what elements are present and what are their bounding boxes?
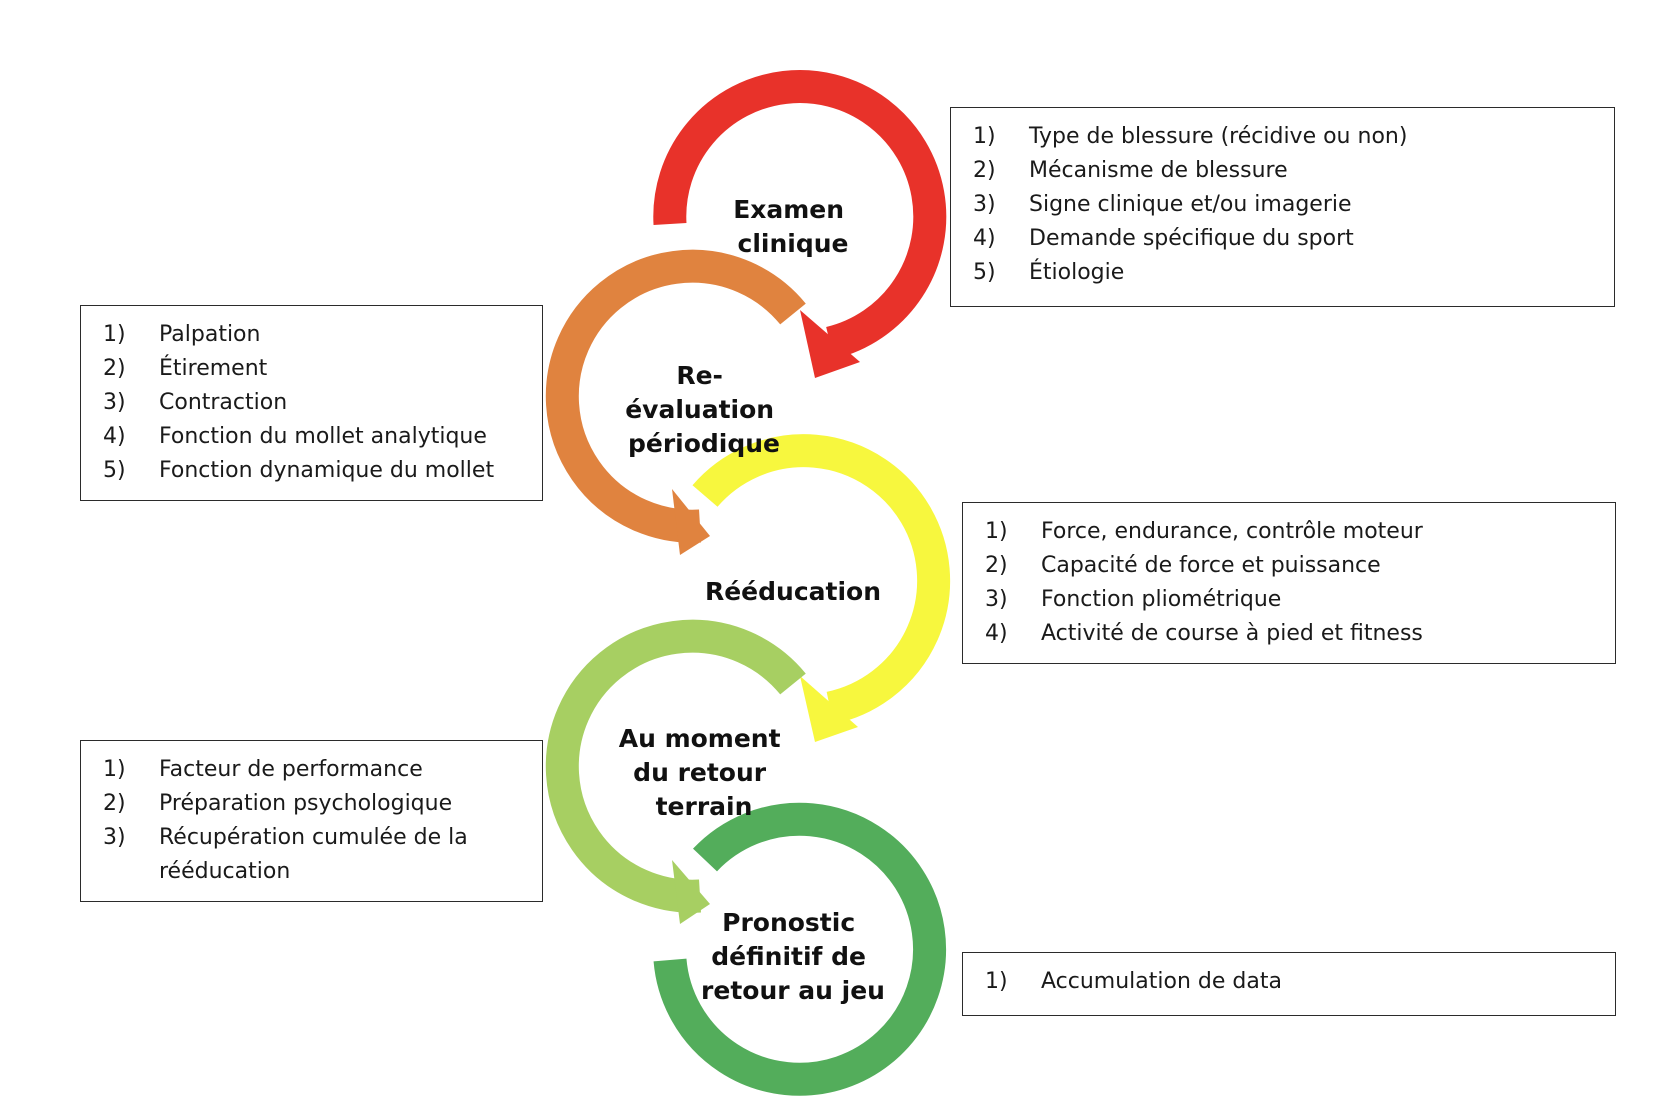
list-item: 3)Signe clinique et/ou imagerie — [973, 192, 1352, 217]
stage-retour-label: Au moment du retour terrain — [619, 724, 790, 821]
list-item: 3)Fonction pliométrique — [985, 587, 1282, 612]
stage-examen-arrow — [653, 70, 947, 378]
stage-reevaluation-arc — [545, 249, 806, 543]
stage-pronostic-label: Pronostic définitif de retour au jeu — [701, 908, 885, 1005]
stage-retour-arrowhead — [672, 860, 710, 924]
list-item: 1)Facteur de performance — [103, 757, 423, 782]
list-item: 4)Activité de course à pied et fitness — [985, 621, 1423, 646]
list-item: 5)Fonction dynamique du mollet — [103, 458, 495, 483]
reeducation-info-list: 1)Force, endurance, contrôle moteur 2)Ca… — [985, 515, 1599, 651]
list-item: 1)Accumulation de data — [985, 969, 1282, 994]
reevaluation-info-list: 1)Palpation 2)Étirement 3)Contraction 4)… — [103, 318, 526, 488]
stage-reeducation-arrow — [692, 434, 951, 742]
retour-info-list: 1)Facteur de performance 2)Préparation p… — [103, 753, 526, 889]
list-item: 3)Contraction — [103, 390, 288, 415]
list-item: 2)Mécanisme de blessure — [973, 158, 1288, 183]
list-item: 1)Palpation — [103, 322, 261, 347]
retour-info-box: 1)Facteur de performance 2)Préparation p… — [80, 740, 543, 902]
reeducation-info-box: 1)Force, endurance, contrôle moteur 2)Ca… — [962, 502, 1616, 664]
stage-retour-arc — [545, 619, 806, 913]
list-item: 3)Récupération cumulée de la rééducation — [103, 825, 468, 884]
list-item: 5)Étiologie — [973, 260, 1125, 285]
pronostic-info-list: 1)Accumulation de data — [985, 965, 1599, 999]
examen-info-box: 1)Type de blessure (récidive ou non) 2)M… — [950, 107, 1615, 307]
list-item: 1)Force, endurance, contrôle moteur — [985, 519, 1423, 544]
stage-pronostic-arrow — [653, 802, 947, 1096]
pronostic-info-box: 1)Accumulation de data — [962, 952, 1616, 1016]
stage-retour-arrow — [545, 619, 806, 924]
stage-reevaluation-arrowhead — [672, 489, 710, 555]
stage-reeducation-label: Rééducation — [705, 577, 881, 606]
list-item: 2)Étirement — [103, 356, 268, 381]
list-item: 1)Type de blessure (récidive ou non) — [973, 124, 1408, 149]
stage-reeducation-arrowhead — [800, 676, 858, 742]
stage-examen-arc — [653, 70, 947, 360]
list-item: 4)Fonction du mollet analytique — [103, 424, 487, 449]
stage-reeducation-arc — [692, 434, 951, 725]
list-item: 2)Préparation psychologique — [103, 791, 453, 816]
list-item: 2)Capacité de force et puissance — [985, 553, 1381, 578]
reevaluation-info-box: 1)Palpation 2)Étirement 3)Contraction 4)… — [80, 305, 543, 501]
stage-reevaluation-arrow — [545, 249, 806, 555]
stage-pronostic-arc — [653, 802, 947, 1096]
examen-info-list: 1)Type de blessure (récidive ou non) 2)M… — [973, 120, 1598, 290]
stage-reevaluation-label: Re- évaluation périodique — [625, 361, 783, 458]
stage-examen-label: Examen clinique — [733, 195, 853, 258]
list-item: 4)Demande spécifique du sport — [973, 226, 1354, 251]
stage-examen-arrowhead — [800, 310, 860, 378]
